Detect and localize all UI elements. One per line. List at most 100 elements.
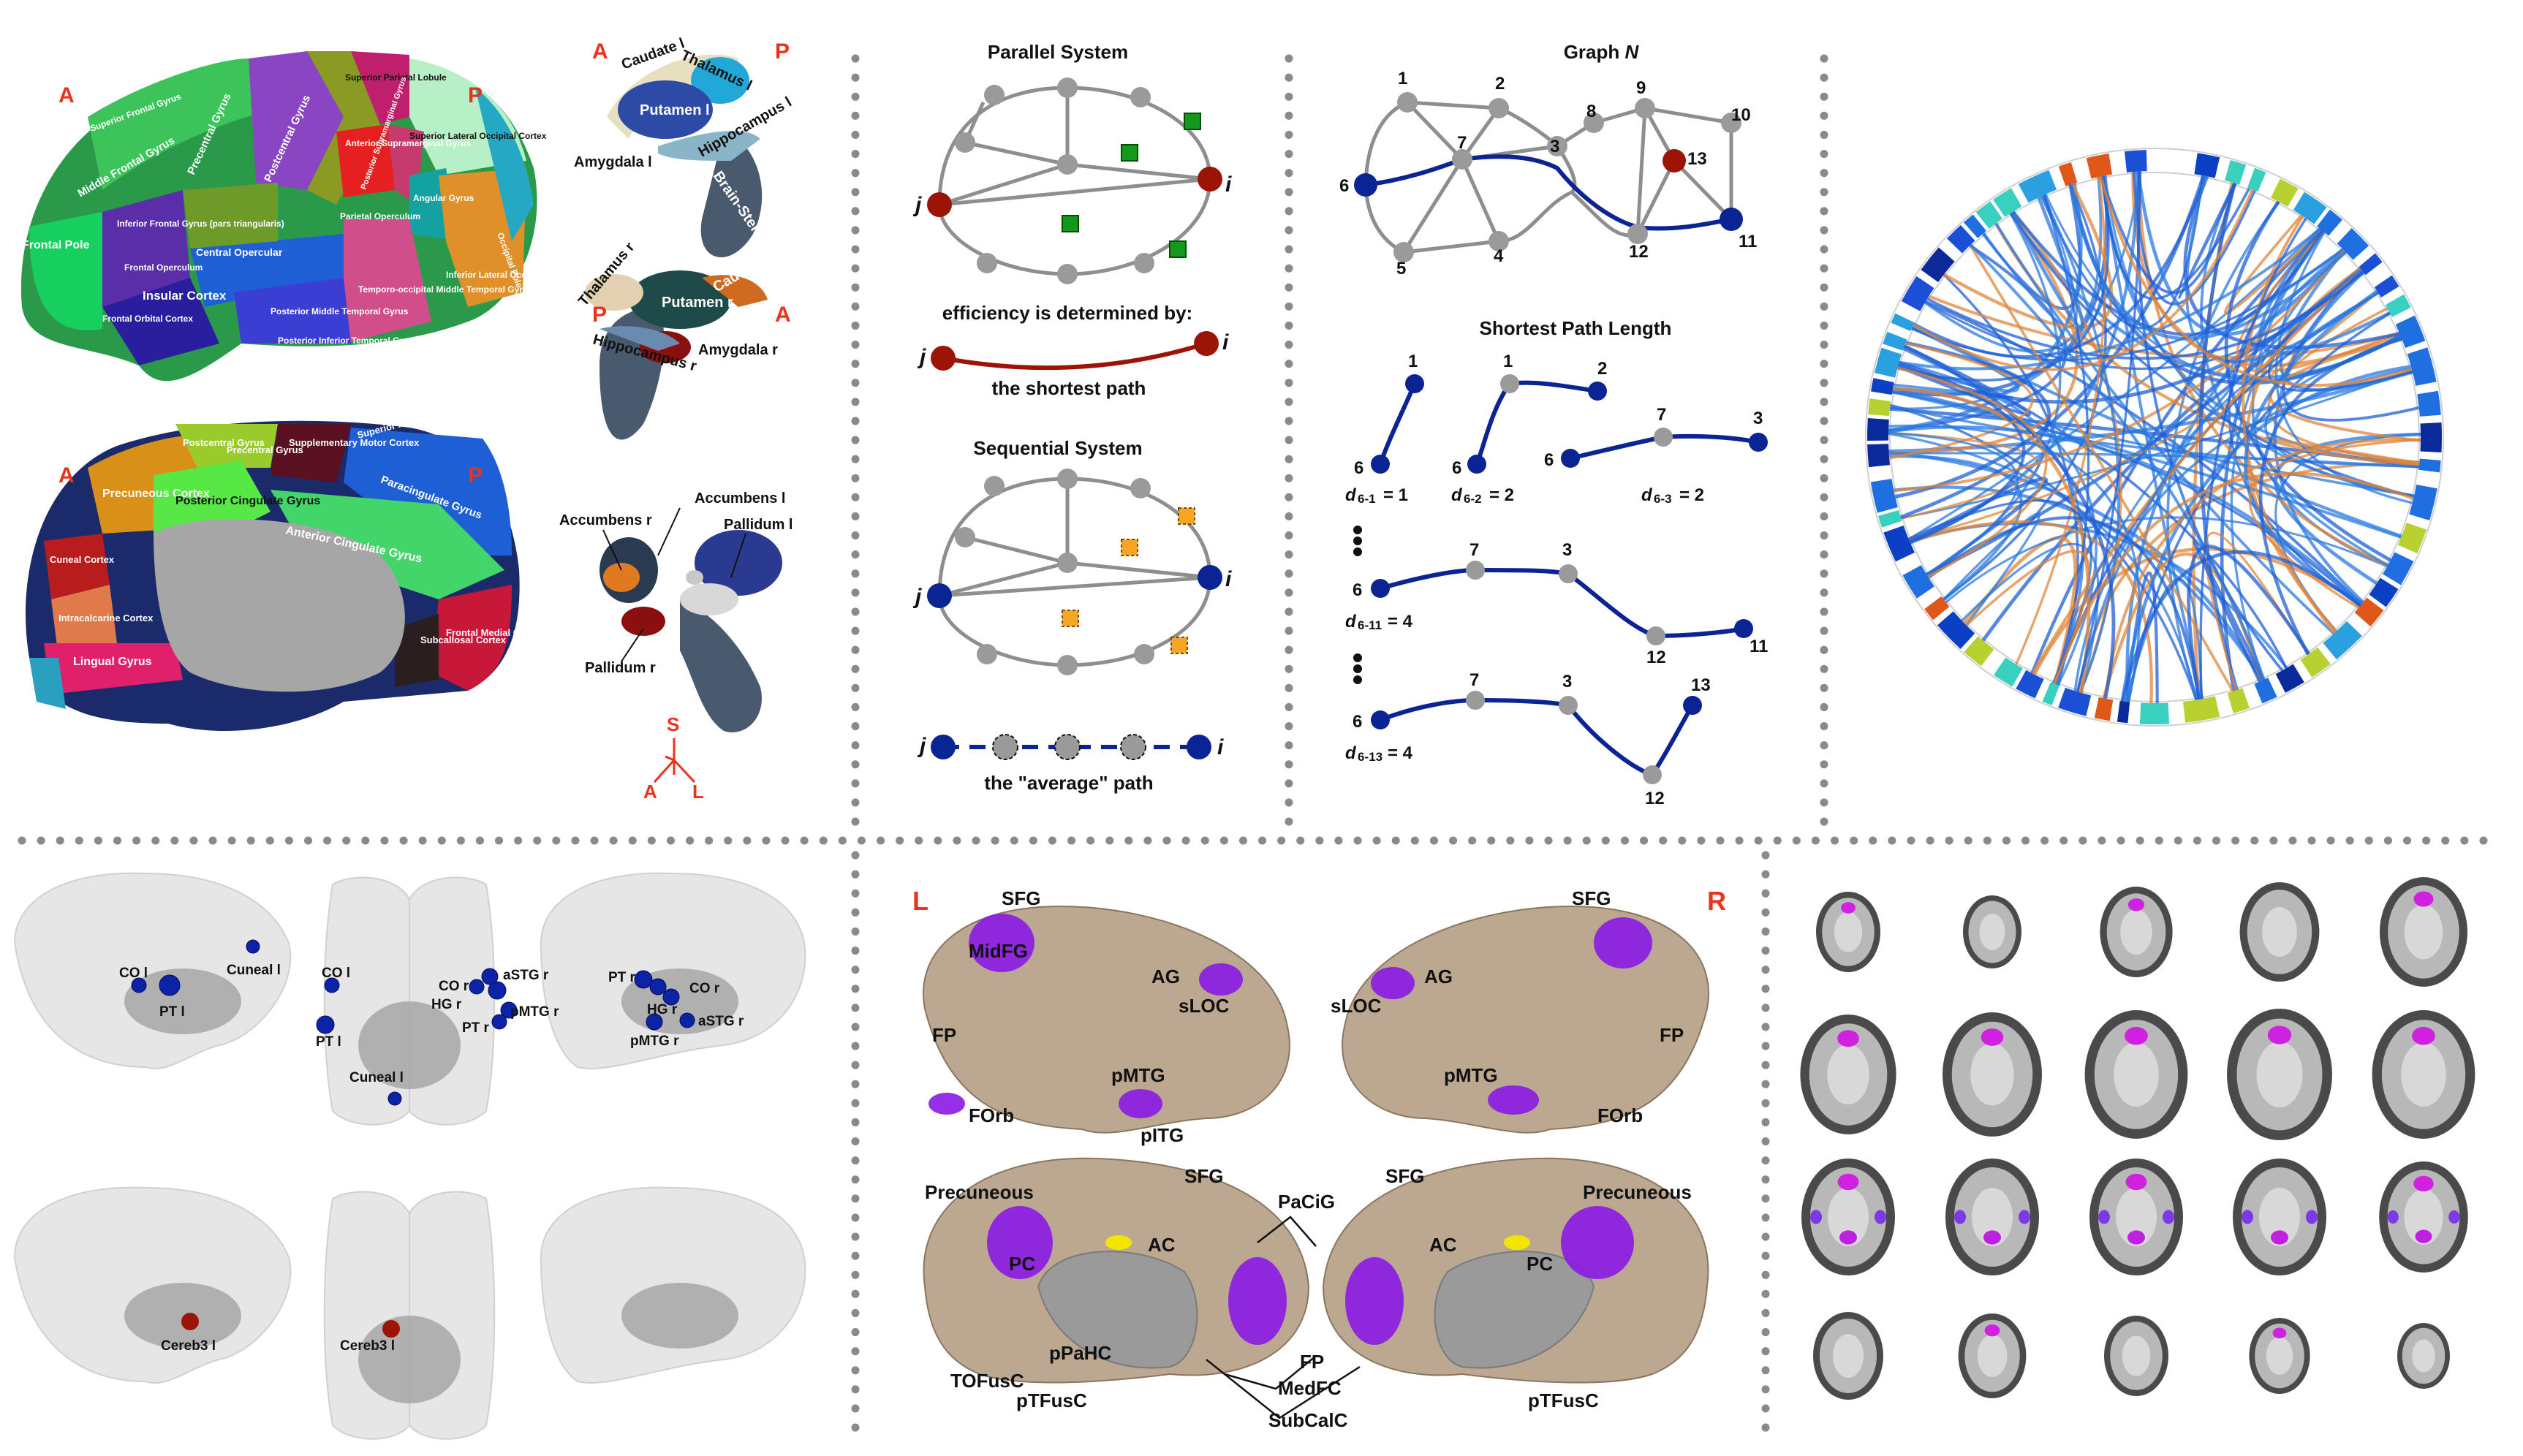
atlas-label: Postcentral Gyrus	[183, 437, 265, 448]
d-subscript: 6-13	[1358, 750, 1382, 764]
amygdala-l-label: Amygdala l	[574, 154, 652, 170]
chord-ring-segments	[1867, 150, 2443, 724]
axial-slice-core	[2116, 1188, 2157, 1246]
anterior-letter: A	[58, 83, 75, 107]
roi-label: HG r	[647, 1002, 678, 1017]
chord-link	[1888, 212, 2078, 455]
chord-ring-segment	[1867, 418, 1889, 441]
node-label: 6	[1339, 176, 1349, 196]
node-i-label: i	[1222, 330, 1229, 354]
shortest-path-caption: the shortest path	[992, 377, 1146, 399]
atlas-label: Anterior Supramarginal Gyrus	[345, 138, 471, 148]
chord-ring-segment	[1867, 444, 1891, 468]
activation-blob	[2448, 1210, 2460, 1224]
chord-link	[2193, 540, 2265, 683]
activation-blob	[2306, 1210, 2318, 1224]
atlas-label: Temporo-occipital Middle Temporal Gyrus	[358, 284, 533, 295]
chord-link	[2178, 183, 2237, 299]
path-node-label: 2	[1597, 359, 1607, 379]
atlas-label: Supplementary Motor Cortex	[289, 437, 420, 448]
anterior-letter: A	[58, 463, 75, 488]
chord-ring-segment	[2271, 178, 2299, 207]
chord-ring-segment	[2383, 552, 2414, 585]
chord-ring-segment	[1902, 565, 1934, 599]
roi-label: PT l	[159, 1004, 185, 1020]
surface-label: SFG	[1184, 1165, 1223, 1187]
chord-ring-segment	[2420, 422, 2443, 453]
atlas-lateral-brain: Superior Frontal Gyrus Middle Frontal Gy…	[20, 51, 578, 382]
chord-link	[1900, 341, 2051, 519]
path-node-label: 7	[1469, 540, 1479, 560]
d-value: = 2	[1489, 485, 1514, 505]
chord-link	[1897, 366, 2048, 578]
chord-ring-segment	[2374, 275, 2399, 297]
posterior-letter: P	[592, 303, 607, 327]
activation-blob	[1810, 1210, 1822, 1224]
node-label: 12	[1629, 242, 1649, 262]
chord-ring-segment	[1883, 331, 1907, 351]
chord-ring-segment	[1901, 276, 1934, 311]
surface-label: pPaHC	[1049, 1342, 1111, 1364]
average-path-caption: the "average" path	[984, 772, 1153, 794]
surface-label: MidFG	[969, 940, 1028, 962]
axial-slice-core	[1833, 1334, 1864, 1378]
node-i-label: i	[1225, 172, 1232, 197]
activation-blob	[2127, 1230, 2145, 1245]
chord-ring-segment	[1993, 188, 2022, 217]
chord-link	[2236, 231, 2400, 374]
surface-panel: L R SFG MidFG AG sLOC FP pMTG FOrb pITG …	[912, 886, 1726, 1431]
chord-link	[1963, 536, 2078, 685]
chord-link	[1897, 326, 2020, 393]
chord-ring-segment	[2042, 682, 2059, 706]
activation-blob	[2413, 891, 2434, 907]
d-subscript: 6-2	[1464, 492, 1482, 506]
chord-ring-segment	[2086, 153, 2113, 179]
surface-label: Precuneous	[925, 1181, 1034, 1203]
chord-link	[1899, 227, 2321, 371]
atlas-label: Parietal Operculum	[340, 211, 420, 221]
chord-link	[2052, 471, 2414, 684]
chord-link	[2244, 289, 2378, 605]
chord-ring-segment	[2183, 696, 2220, 723]
chord-ring-segment	[1878, 509, 1902, 528]
d-value: = 4	[1388, 743, 1413, 763]
axial-slice-core	[2266, 1337, 2293, 1375]
chord-link	[2242, 215, 2336, 634]
chord-link	[2264, 436, 2420, 467]
chord-link	[1970, 243, 2266, 680]
d-subscript: 6-3	[1654, 492, 1672, 506]
roi-label: Cuneal l	[227, 963, 281, 978]
chord-ring-segment	[1975, 201, 2002, 229]
sequential-system-title: Sequential System	[973, 437, 1142, 459]
roi-label: PT l	[316, 1034, 341, 1050]
atlas-label: Angular Gyrus	[413, 193, 474, 203]
chord-ring-segment	[2323, 621, 2362, 660]
chord-ring-segment	[1891, 313, 1915, 332]
activation-blob	[2125, 1173, 2147, 1191]
chord-ring-segment	[2225, 159, 2247, 185]
node-j-label: j	[917, 345, 926, 369]
chord-link	[1943, 512, 2040, 626]
chord-ring-segment	[2094, 697, 2114, 721]
chord-link	[1913, 189, 2254, 371]
chord-ring-segment	[2293, 192, 2327, 224]
d-symbol: d	[1345, 485, 1357, 505]
atlas-label: Frontal Orbital Cortex	[102, 314, 193, 324]
node-j-label: j	[917, 734, 926, 758]
pallidum-r-label: Pallidum r	[585, 660, 656, 676]
chord-ring-segment	[1871, 378, 1894, 395]
chord-ring-segment	[2359, 253, 2383, 276]
path-node-label: 3	[1562, 672, 1572, 691]
surface-label: TOFusC	[950, 1370, 1024, 1392]
chord-link	[1965, 550, 2091, 684]
roi-label: PT r	[462, 1020, 490, 1036]
axial-slice-grid	[1800, 877, 2475, 1400]
chord-link	[1994, 222, 2335, 635]
path-node-label: 6	[1544, 450, 1554, 470]
roi-label: HG r	[431, 997, 462, 1012]
accumbens-r-label: Accumbens r	[559, 512, 652, 528]
chord-link	[2282, 267, 2420, 422]
graph-n-title: Graph N	[1564, 41, 1640, 63]
chord-link	[1926, 270, 2364, 360]
axial-slice-core	[2404, 904, 2443, 960]
